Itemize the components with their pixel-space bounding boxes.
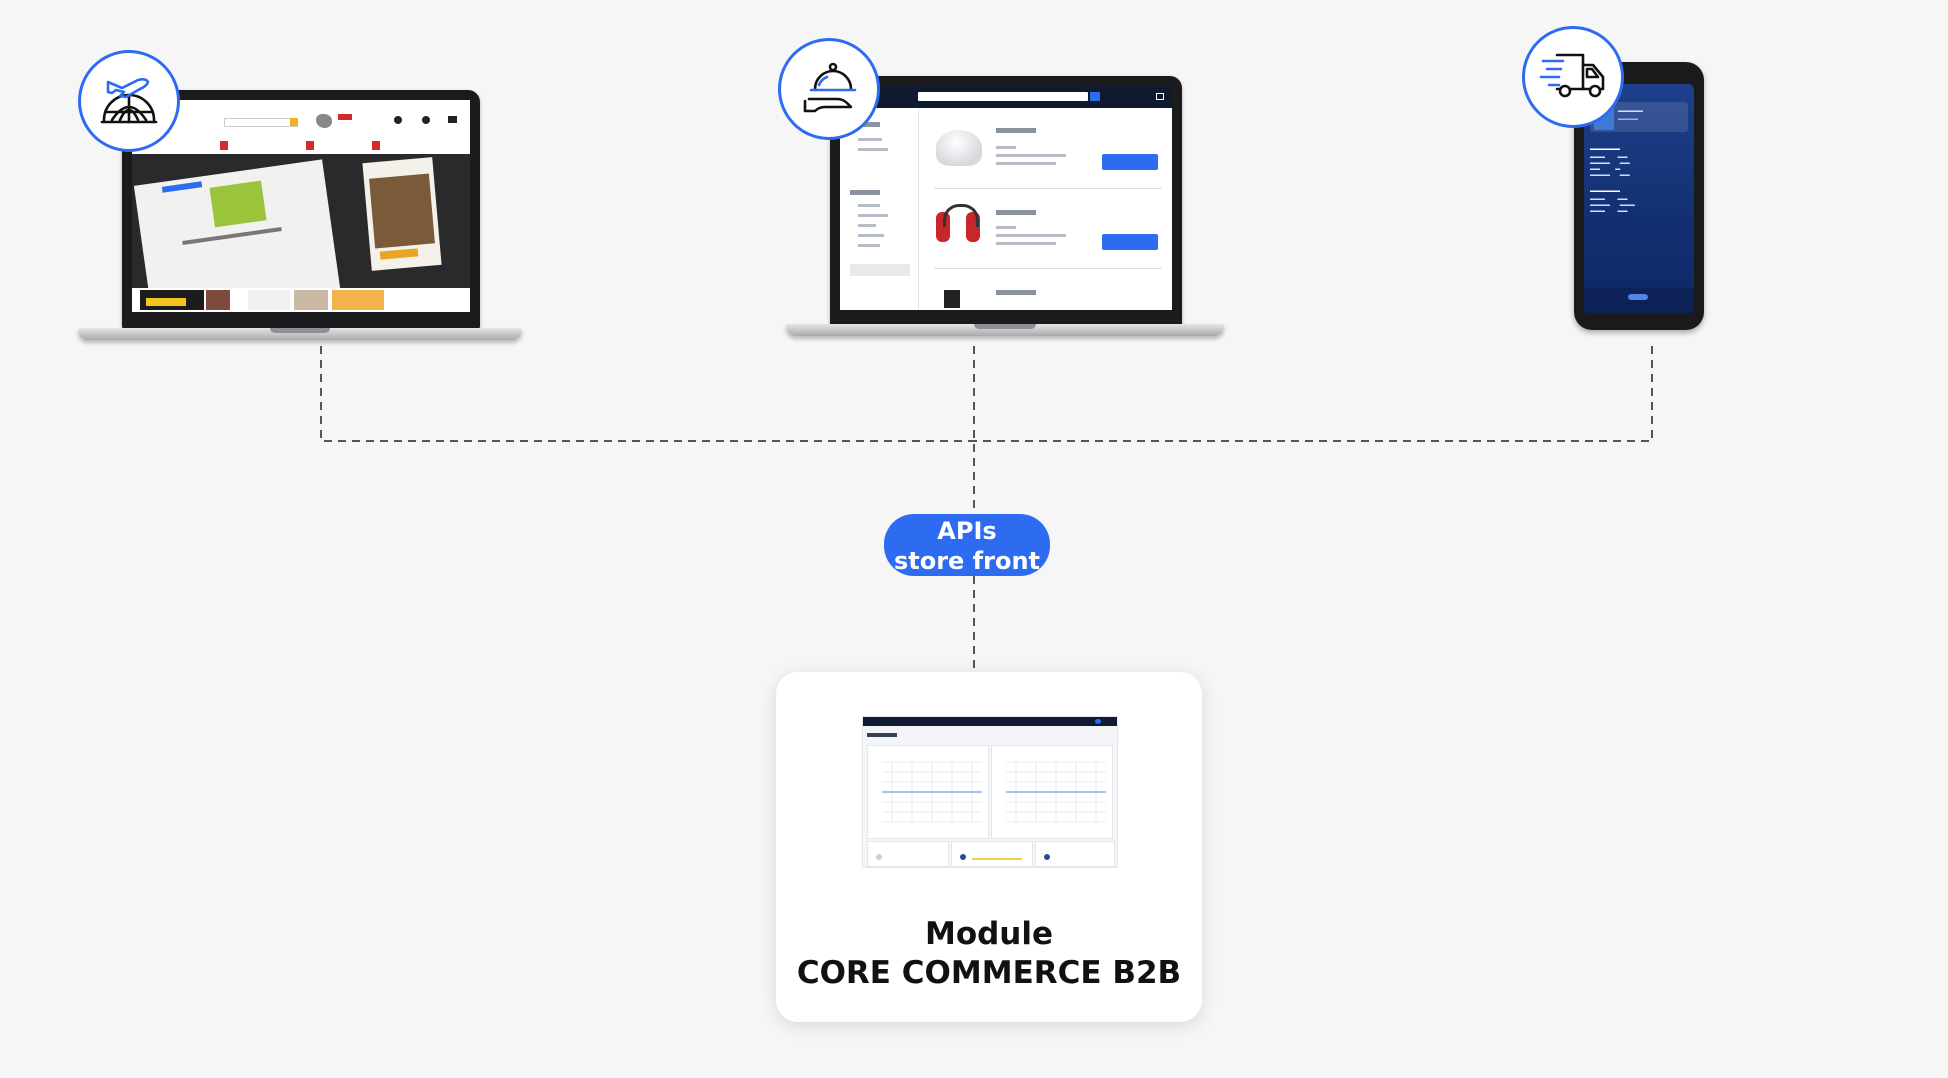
catalog-screenshot (840, 86, 1172, 310)
cloche-badge (778, 38, 880, 140)
connector-left (320, 346, 974, 442)
apis-store-front-label: APIs store front (884, 514, 1050, 576)
dashboard-chart-right (1006, 761, 1106, 823)
dashboard-chart-left (882, 761, 982, 823)
cloche-serving-icon (803, 62, 857, 113)
plane-globe-icon (100, 78, 158, 124)
delivery-truck-badge (1522, 26, 1624, 128)
web-shop-screenshot (132, 100, 470, 312)
dashboard-screenshot (862, 716, 1118, 868)
core-commerce-module-card: Module CORE COMMERCE B2B (776, 672, 1202, 1022)
plane-globe-badge (78, 50, 180, 152)
mobile-screenshot: ▬▬▬▬▬ ▬▬▬▬ ▬▬▬▬▬▬ ▬▬▬ ▬▬ ▬▬▬▬ ▬▬ ▬▬ ▬ ▬▬… (1584, 84, 1694, 314)
connector-right (974, 346, 1653, 442)
module-title-line2: CORE COMMERCE B2B (796, 955, 1182, 991)
api-label-line2: store front (893, 547, 1041, 575)
api-label-line1: APIs (937, 517, 997, 545)
delivery-truck-icon (1539, 53, 1605, 98)
module-title-line1: Module (924, 916, 1054, 952)
